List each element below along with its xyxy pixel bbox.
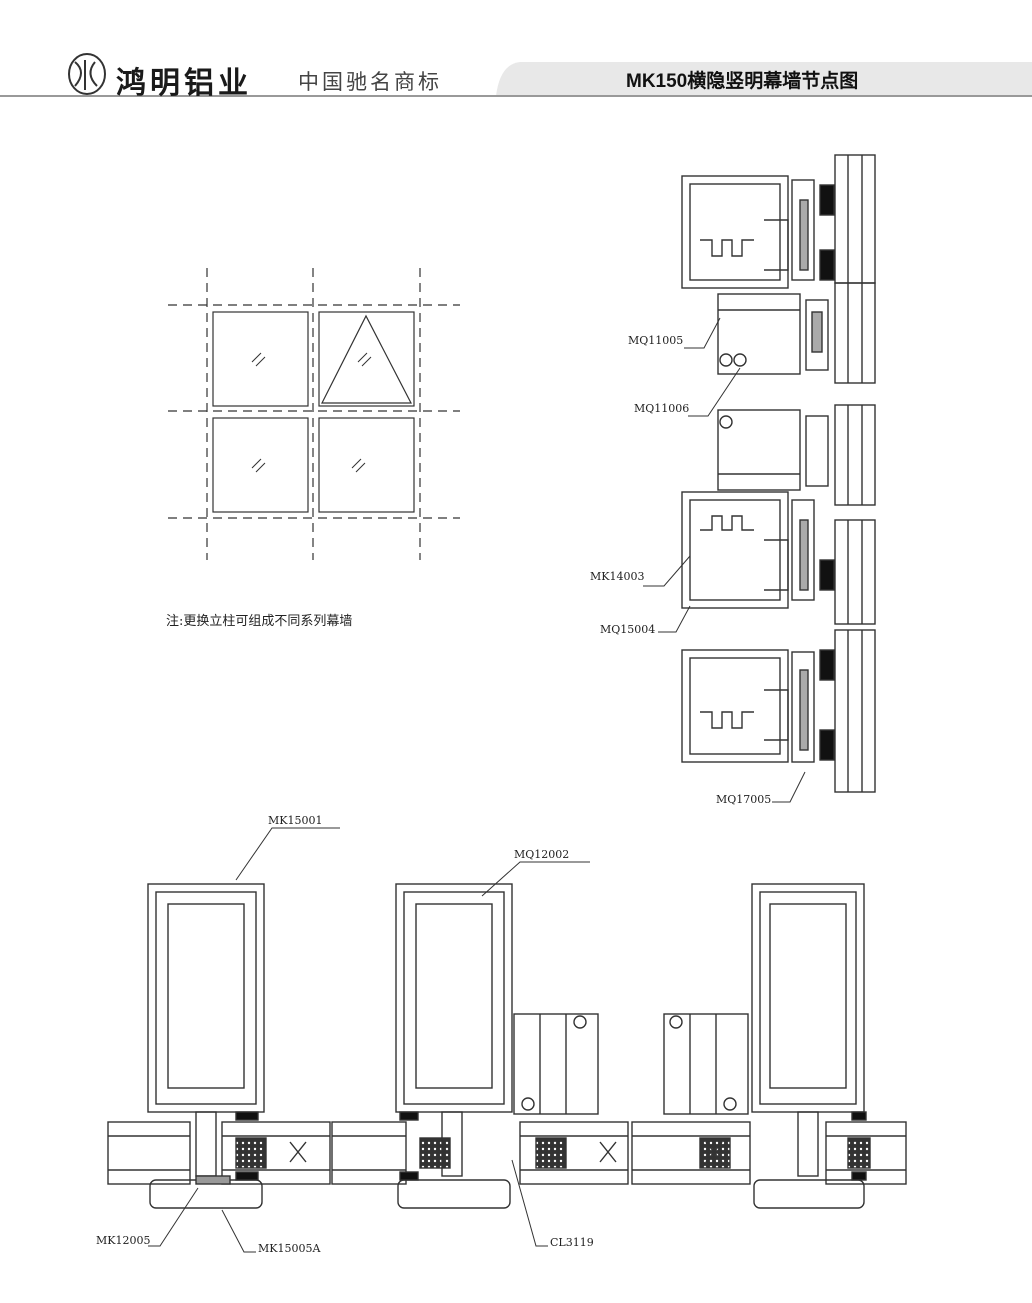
- vertical-section: [643, 154, 876, 803]
- elevation-diagram: [168, 268, 460, 560]
- label-mq17005: MQ17005: [716, 793, 771, 806]
- glass-strips: [834, 154, 876, 793]
- page-title: MK150横隐竖明幕墙节点图: [626, 71, 859, 92]
- glass-panels: [212, 311, 415, 513]
- glass-marks: [251, 352, 372, 473]
- horizontal-section: [107, 827, 907, 1253]
- brand-seal-icon: [68, 53, 106, 95]
- mullion-mq12002: [395, 883, 599, 1209]
- label-mq11005: MQ11005: [628, 334, 683, 347]
- transom-profile-middle: [717, 293, 829, 491]
- brand-slogan: 中国驰名商标: [298, 70, 442, 94]
- label-mk12005: MK12005: [96, 1234, 150, 1247]
- label-mq11006: MQ11006: [634, 402, 689, 415]
- mullion-right: [663, 883, 867, 1209]
- label-mk15005a: MK15005A: [258, 1242, 321, 1255]
- header-band: [496, 62, 1032, 96]
- mullion-mk15001: [147, 883, 265, 1209]
- header-graphics: [0, 53, 1032, 97]
- grid-dashed-lines: [168, 268, 460, 560]
- opening-vent-triangle: [321, 314, 412, 404]
- label-mk14003: MK14003: [590, 570, 644, 583]
- transom-profile-top: [681, 175, 835, 289]
- drawing-note: 注:更换立柱可组成不同系列幕墙: [166, 614, 353, 629]
- label-cl3119: CL3119: [550, 1236, 594, 1249]
- label-mq15004: MQ15004: [600, 623, 655, 636]
- transom-profile-mk14003: [681, 491, 835, 609]
- brand-name: 鸿明铝业: [116, 66, 252, 101]
- transom-profile-bottom: [681, 649, 835, 763]
- horizontal-section-leaders: [148, 827, 590, 1253]
- glazing-bands: [107, 1121, 907, 1185]
- label-mq12002: MQ12002: [514, 848, 569, 861]
- label-mk15001: MK15001: [268, 814, 322, 827]
- vertical-section-leaders: [643, 317, 806, 803]
- page-header: 鸿明铝业 中国驰名商标 MK150横隐竖明幕墙节点图: [0, 0, 1032, 101]
